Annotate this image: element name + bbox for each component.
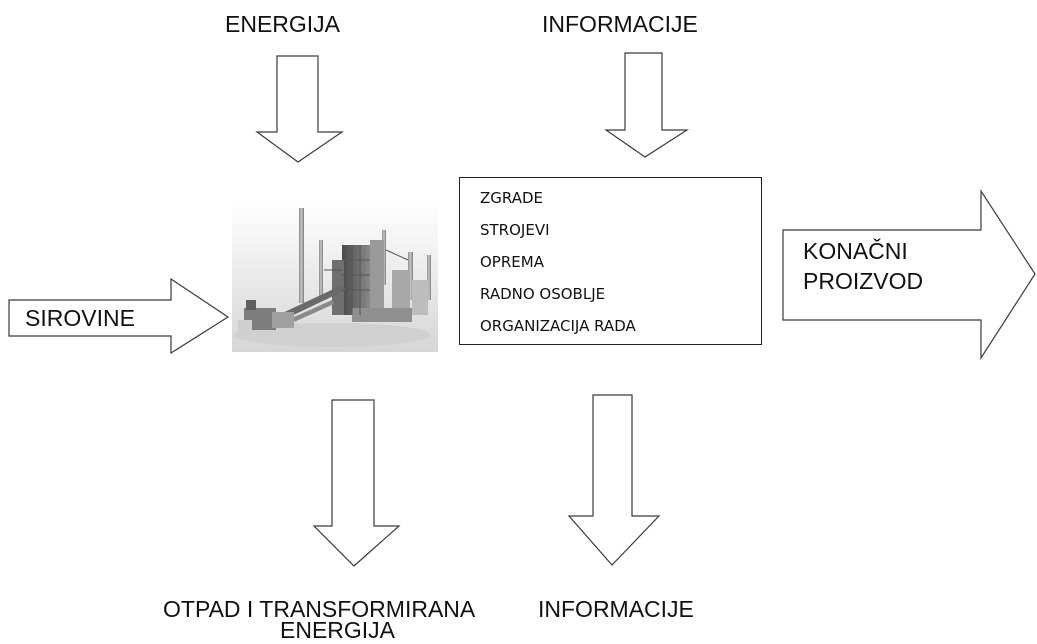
final-product-label-line2: PROIZVOD — [803, 268, 924, 294]
final-product-label-line1: KONAČNI — [803, 238, 908, 264]
final-product-label: KONAČNI PROIZVOD — [803, 236, 923, 296]
factor-buildings: ZGRADE — [480, 189, 544, 207]
waste-output-label-line2: ENERGIJA — [280, 617, 396, 643]
energy-input-arrow — [255, 55, 344, 163]
production-factors-list: ZGRADE STROJEVI OPREMA RADNO OSOBLJE ORG… — [480, 191, 636, 351]
waste-output-arrow — [312, 399, 401, 567]
raw-materials-arrow — [8, 277, 230, 355]
factor-work-organization: ORGANIZACIJA RADA — [480, 317, 636, 335]
factor-personnel: RADNO OSOBLJE — [480, 285, 606, 303]
waste-output-label-line1: OTPAD I TRANSFORMIRANA — [163, 596, 476, 622]
information-input-label: INFORMACIJE — [542, 11, 698, 37]
final-product-arrow — [782, 188, 1036, 361]
production-factors-box: ZGRADE STROJEVI OPREMA RADNO OSOBLJE ORG… — [459, 177, 762, 345]
information-output-arrow — [567, 394, 661, 566]
information-output-label: INFORMACIJE — [538, 596, 694, 622]
factor-machines: STROJEVI — [480, 221, 550, 239]
factory-illustration — [232, 200, 438, 352]
factor-equipment: OPREMA — [480, 253, 544, 271]
energy-input-label: ENERGIJA — [225, 11, 341, 37]
information-input-arrow — [604, 52, 690, 158]
raw-materials-label: SIROVINE — [25, 305, 135, 331]
